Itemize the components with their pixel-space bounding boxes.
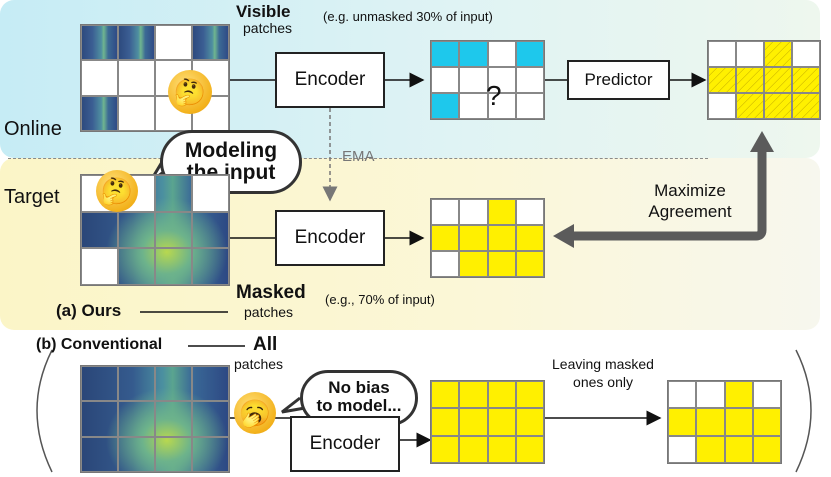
all-sub: patches — [234, 356, 284, 372]
question-mark: ? — [486, 80, 502, 111]
ema-label: EMA — [342, 148, 375, 165]
online-input-grid — [80, 24, 230, 132]
yawning-face-icon: 🥱 — [234, 392, 276, 434]
nobias-line2: to model... — [316, 395, 402, 415]
left-paren — [36, 349, 53, 473]
nobias-line1: No bias — [328, 378, 390, 397]
target-representation-grid — [430, 198, 545, 278]
online-representation-grid — [430, 40, 545, 120]
conventional-encoder-box: Encoder — [290, 416, 400, 472]
maximize-line1: Maximize — [654, 181, 726, 200]
agreement-arrow-left-head — [553, 224, 574, 248]
conventional-label: (b) Conventional — [36, 336, 163, 353]
masked-title: Masked — [236, 282, 306, 303]
online-label: Online — [4, 118, 62, 140]
agreement-arrow-up-head — [750, 131, 774, 152]
prediction-grid — [707, 40, 821, 120]
leaving-line1: Leaving masked — [552, 356, 654, 372]
thinking-face-icon: 🤔 — [96, 170, 138, 212]
masked-sub: patches — [244, 304, 294, 320]
conventional-result-grid — [667, 380, 782, 464]
conventional-input-grid — [80, 365, 230, 473]
target-label: Target — [4, 186, 60, 208]
masked-note: (e.g., 70% of input) — [325, 292, 435, 307]
right-paren — [795, 349, 812, 473]
target-encoder-box: Encoder — [275, 210, 385, 266]
online-encoder-box: Encoder — [275, 52, 385, 108]
modeling-line1: Modeling — [184, 139, 278, 162]
leaving-line2: ones only — [573, 373, 633, 390]
predictor-box: Predictor — [567, 60, 670, 100]
ours-label: (a) Ours — [56, 301, 122, 320]
all-title: All — [253, 334, 278, 355]
target-input-grid — [80, 174, 230, 286]
agreement-arrow-body — [570, 150, 767, 241]
maximize-line2: Agreement — [648, 202, 732, 222]
visible-sub: patches — [243, 20, 293, 36]
thinking-face-icon: 🤔 — [168, 70, 212, 114]
visible-note: (e.g. unmasked 30% of input) — [323, 9, 493, 24]
nobias-bubble-tail — [281, 396, 306, 414]
maximize-agreement-label: Maximize Agreement — [640, 180, 740, 223]
visible-title: Visible — [236, 2, 291, 21]
conventional-representation-grid — [430, 380, 545, 464]
leaving-label: Leaving masked ones only — [528, 356, 678, 391]
online-target-divider — [8, 158, 708, 159]
